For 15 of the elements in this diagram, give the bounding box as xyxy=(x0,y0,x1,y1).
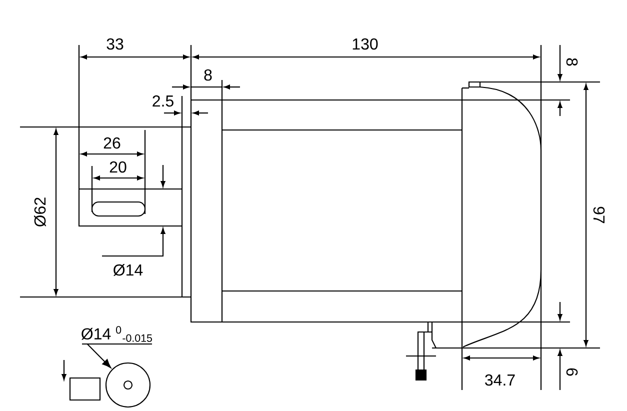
dimension-text: Ø62 xyxy=(34,198,46,227)
dimension-text: 6 xyxy=(566,368,578,376)
dimension-text: 8 xyxy=(566,58,578,66)
dimension-text: Ø14 xyxy=(113,264,143,276)
shaft-end-circle xyxy=(105,362,151,408)
dimension-text: 8 xyxy=(204,69,212,81)
dimension-text: 2.5 xyxy=(152,95,174,107)
dimension-text: 130 xyxy=(352,38,378,50)
dimension-text: 26 xyxy=(104,137,120,149)
dimension-text: 97 xyxy=(593,206,605,224)
dimension-text: 20 xyxy=(110,161,126,173)
dimension-text: 34.7 xyxy=(485,374,515,386)
tolerance-text: Ø14 $^{0}$-0.015 xyxy=(81,326,152,342)
dimension-text: 33 xyxy=(106,38,124,50)
leader-line xyxy=(86,343,112,368)
